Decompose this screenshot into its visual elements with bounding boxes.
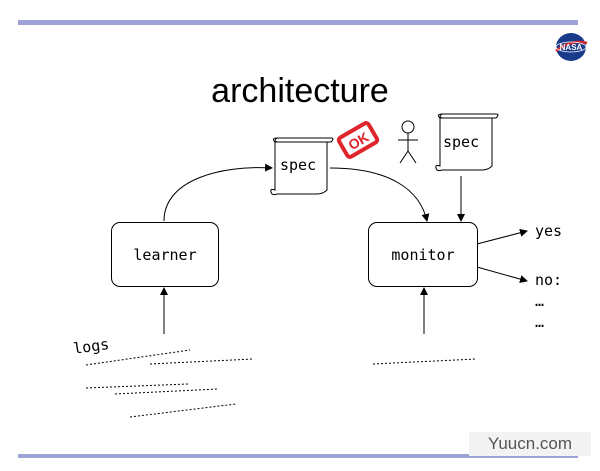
spec-left-label: spec — [280, 156, 317, 174]
output-no: no: — [535, 271, 563, 289]
log-line — [114, 388, 219, 395]
output-ellipsis-1: … — [535, 292, 545, 310]
log-line — [85, 349, 191, 366]
spec-right-label: spec — [443, 133, 480, 151]
log-line — [372, 358, 477, 365]
bottom-accent-bar — [18, 454, 578, 458]
user-figure-icon — [393, 120, 423, 166]
output-ellipsis-2: … — [535, 313, 545, 331]
nasa-logo-text: NASA — [560, 43, 583, 52]
log-line — [149, 358, 254, 365]
learner-label: learner — [133, 245, 197, 264]
arrow-monitor-to-no — [476, 266, 528, 283]
arrow-learner-to-spec — [163, 163, 273, 222]
nasa-logo: NASA — [553, 31, 589, 63]
slide-title: architecture — [211, 72, 389, 110]
top-accent-bar — [18, 20, 578, 25]
monitor-box: monitor — [368, 222, 478, 287]
learner-box: learner — [111, 222, 219, 287]
spec-scroll-right: spec — [430, 112, 500, 174]
ok-stamp-icon: OK — [336, 118, 380, 162]
arrow-monitor-to-yes — [476, 228, 528, 245]
watermark: Yuucn.com — [469, 432, 591, 456]
spec-scroll-left: spec — [265, 136, 335, 198]
monitor-label: monitor — [391, 245, 455, 264]
output-yes: yes — [535, 222, 563, 240]
log-line — [85, 383, 189, 389]
arrow-spec-to-monitor — [329, 167, 430, 222]
log-line — [129, 403, 237, 418]
